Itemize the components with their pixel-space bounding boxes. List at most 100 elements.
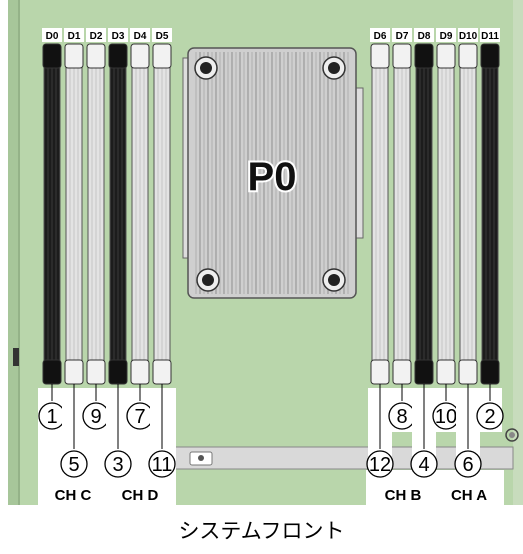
slot-latch-bottom	[414, 359, 434, 385]
heatsink-screw-br	[322, 268, 346, 292]
slot-name-bg	[458, 28, 478, 42]
slot-latch-bottom	[64, 359, 84, 385]
slot-latch-bottom	[436, 359, 456, 385]
dimm-slot-d6: D6 12	[366, 28, 394, 480]
install-order-number: 4	[418, 454, 429, 476]
slot-latch-top	[480, 43, 500, 69]
slot-name-label: D11	[481, 31, 499, 42]
dimm-slot-d7: D7 8	[388, 28, 416, 432]
slot-latch-bottom	[108, 359, 128, 385]
heatsink-screw-bl	[196, 268, 220, 292]
slot-name-label: D2	[90, 31, 103, 42]
install-order-number: 1	[46, 406, 57, 428]
channel-labels: CH C CH D CH B CH A	[55, 487, 488, 504]
dimm-slot-d3: D3 3	[104, 28, 132, 480]
install-order-bubble	[60, 450, 88, 478]
install-order-bubble	[104, 450, 132, 478]
slot-name-label: D10	[459, 31, 478, 42]
slot-name-label: D7	[396, 31, 409, 42]
heatsink-screw-tr	[322, 56, 346, 80]
slot-latch-top	[86, 43, 106, 69]
slot-latch-bottom	[86, 359, 106, 385]
processor-heatsink: P0	[182, 47, 364, 299]
slot-name-bg	[414, 28, 434, 42]
slot-latch-top	[130, 43, 150, 69]
slot-name-label: D8	[418, 31, 431, 42]
slot-latch-top	[370, 43, 390, 69]
slot-name-bg	[480, 28, 500, 42]
channel-label-a: CH A	[451, 487, 487, 504]
dimm-slot-d1: D1 5	[60, 28, 88, 480]
left-connector-stub	[13, 348, 19, 366]
slot-latch-top	[42, 43, 62, 69]
slot-name-bg	[86, 28, 106, 42]
dimm-slot-d8: D8 4	[410, 28, 438, 480]
install-order-number: 5	[68, 454, 79, 476]
board-left-edge	[8, 0, 18, 505]
dimm-slot-d2: D2 9	[82, 28, 110, 432]
processor-label: P0	[248, 155, 297, 199]
slot-latch-top	[108, 43, 128, 69]
bracket-hole-left	[198, 455, 204, 461]
slot-latch-bottom	[480, 359, 500, 385]
dimm-group-right: D6 12 D7 8 D8 4 D9 10 D10 6 D11 2	[366, 28, 504, 480]
slot-latch-top	[414, 43, 434, 69]
install-order-bubble	[366, 450, 394, 478]
install-order-number: 6	[462, 454, 473, 476]
slot-name-bg	[130, 28, 150, 42]
slot-latch-bottom	[392, 359, 412, 385]
dimm-slot-d11: D11 2	[476, 28, 504, 432]
install-order-number: 2	[484, 406, 495, 428]
slot-name-label: D4	[134, 31, 147, 42]
slot-latch-top	[64, 43, 84, 69]
slot-latch-top	[392, 43, 412, 69]
dimm-group-left: D0 1 D1 5 D2 9 D3 3 D4 7 D5 11	[38, 28, 176, 480]
slot-latch-top	[152, 43, 172, 69]
slot-name-bg	[392, 28, 412, 42]
slot-name-bg	[370, 28, 390, 42]
install-order-number: 12	[369, 454, 391, 476]
slot-latch-bottom	[152, 359, 172, 385]
mount-screw-right-inner	[509, 432, 515, 438]
install-order-bubble	[410, 450, 438, 478]
install-order-number: 10	[435, 406, 457, 428]
install-order-number: 11	[152, 454, 173, 476]
install-order-number: 9	[90, 406, 101, 428]
heatsink-screw-tl	[194, 56, 218, 80]
channel-label-c: CH C	[55, 487, 92, 504]
slot-name-label: D5	[156, 31, 169, 42]
slot-latch-bottom	[42, 359, 62, 385]
dimm-slot-d0: D0 1	[38, 28, 66, 432]
slot-name-label: D3	[112, 31, 125, 42]
install-order-number: 7	[134, 406, 145, 428]
slot-latch-bottom	[370, 359, 390, 385]
slot-name-bg	[42, 28, 62, 42]
heatsink-fins	[195, 52, 349, 294]
mount-screw-right	[505, 428, 519, 442]
dimm-slot-d5: D5 11	[148, 28, 176, 480]
system-front-caption: システムフロント	[178, 519, 345, 543]
install-order-bubble	[454, 450, 482, 478]
slot-name-bg	[108, 28, 128, 42]
slot-name-label: D0	[46, 31, 59, 42]
slot-latch-top	[458, 43, 478, 69]
install-order-bubble	[148, 450, 176, 478]
dimm-slot-d4: D4 7	[126, 28, 154, 432]
install-order-number: 3	[112, 454, 123, 476]
slot-name-label: D6	[374, 31, 387, 42]
dimm-slot-d10: D10 6	[454, 28, 482, 480]
slot-name-label: D1	[68, 31, 81, 42]
install-order-number: 8	[396, 406, 407, 428]
channel-label-b: CH B	[385, 487, 422, 504]
channel-label-d: CH D	[122, 487, 159, 504]
slot-name-bg	[152, 28, 172, 42]
slot-name-bg	[64, 28, 84, 42]
slot-latch-bottom	[130, 359, 150, 385]
dimm-slot-d9: D9 10	[432, 28, 460, 432]
slot-name-label: D9	[440, 31, 453, 42]
slot-latch-bottom	[458, 359, 478, 385]
install-order-bubble	[476, 402, 504, 430]
slot-name-bg	[436, 28, 456, 42]
right-edge-strip	[513, 0, 523, 505]
